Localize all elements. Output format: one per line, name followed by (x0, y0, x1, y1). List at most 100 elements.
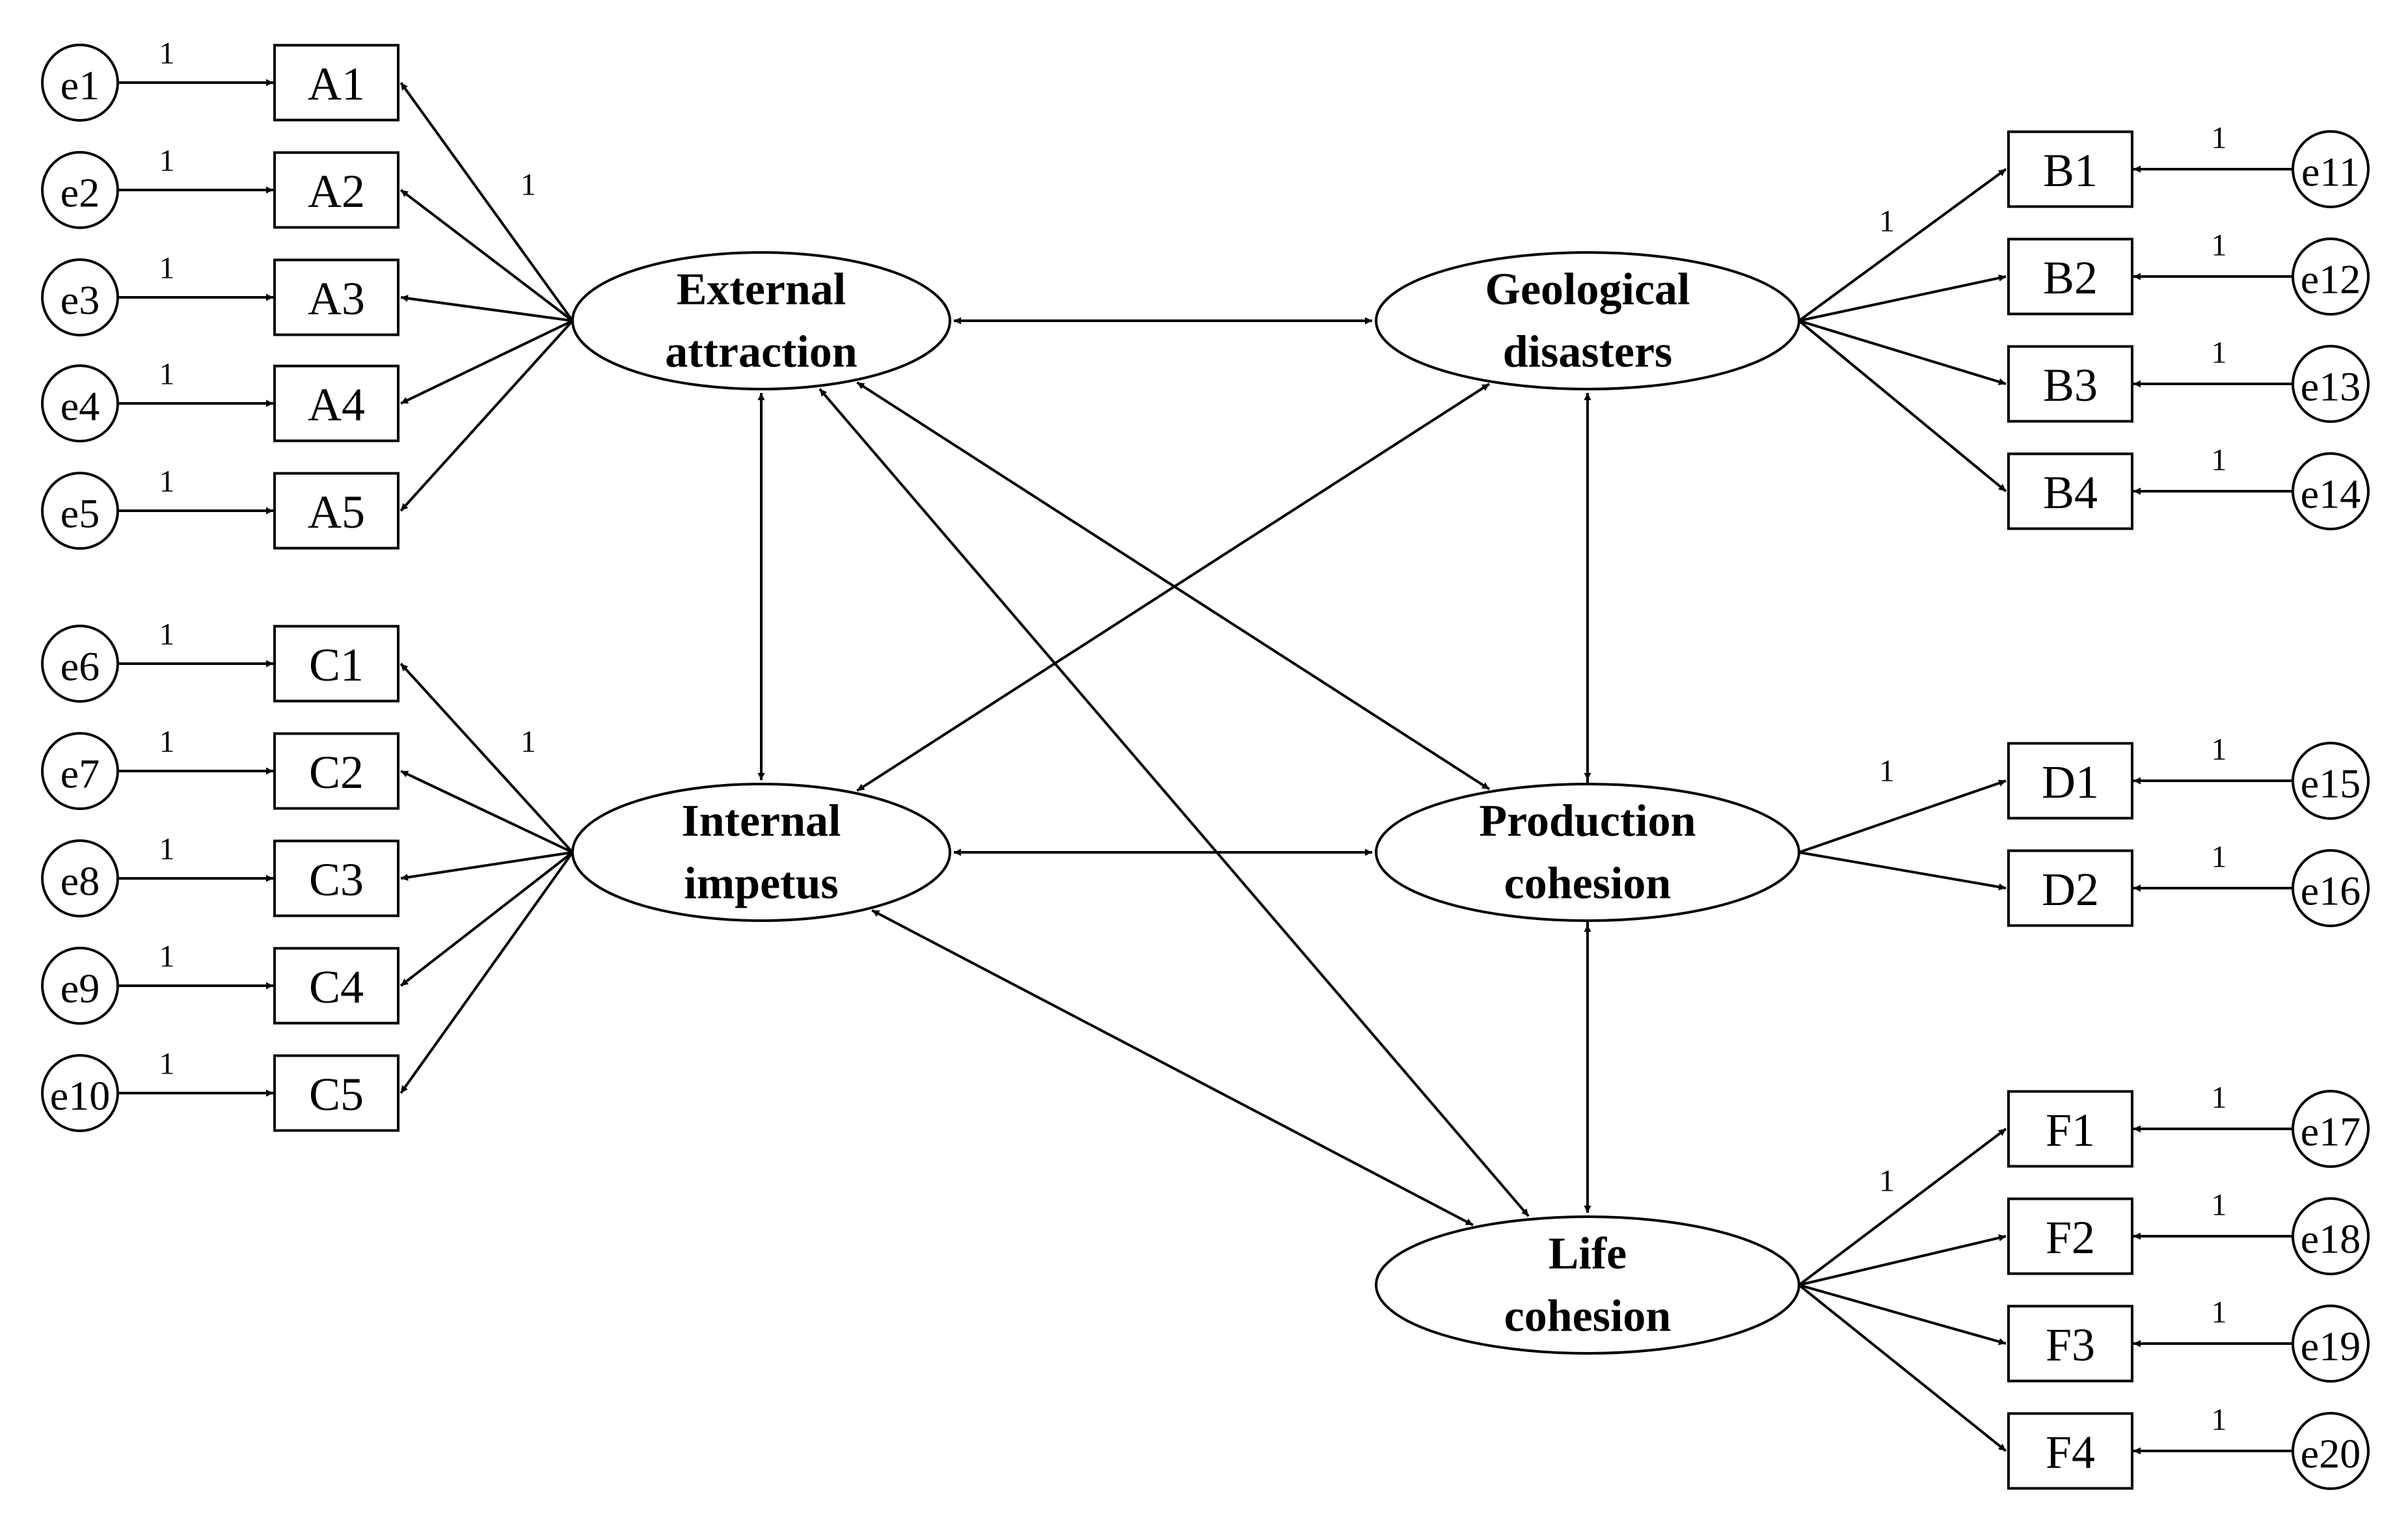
indicator-box-d1 (2007, 742, 2133, 820)
edges-layer (118, 79, 2293, 1455)
error-term-e17 (2292, 1090, 2370, 1168)
indicator-label: C2 (309, 746, 364, 798)
indicator-box-c2 (273, 732, 399, 810)
path-weight-label: 1 (2212, 228, 2227, 263)
loading-arrow-c1 (399, 662, 574, 854)
loading-arrow-b3 (1798, 319, 2007, 386)
latent-label-line1: Life (1549, 1229, 1627, 1279)
error-term-label: e17 (2301, 1109, 2361, 1155)
latent-pc (1375, 783, 1800, 922)
indicator-box-f4 (2007, 1412, 2133, 1490)
error-term-label: e18 (2301, 1216, 2361, 1262)
latent-label-line1: External (677, 265, 846, 315)
error-term-e10 (41, 1054, 119, 1132)
indicator-label: A1 (308, 58, 365, 110)
indicator-box-c4 (273, 947, 399, 1025)
loading-arrow-d2 (1798, 851, 2007, 891)
path-weight-label: 1 (2212, 1081, 2227, 1115)
path-weight-label: 1 (2212, 733, 2227, 767)
path-weight-label: 1 (159, 36, 175, 71)
path-weight-label: 1 (2212, 336, 2227, 370)
loading-arrow-f4 (1798, 1284, 2007, 1452)
path-weight-label: 1 (159, 357, 175, 392)
error-term-e14 (2292, 452, 2370, 530)
latent-label-line1: Geological (1485, 265, 1690, 315)
error-term-e12 (2292, 237, 2370, 316)
latent-lc (1375, 1215, 1800, 1355)
indicator-box-f2 (2007, 1197, 2133, 1275)
error-term-label: e1 (61, 62, 100, 109)
indicator-box-b1 (2007, 130, 2133, 208)
path-weight-label: 1 (2212, 121, 2227, 156)
indicator-label: B1 (2043, 144, 2098, 196)
indicator-box-c3 (273, 839, 399, 917)
indicator-box-f3 (2007, 1305, 2133, 1383)
loading-arrow-f3 (1798, 1284, 2007, 1346)
loading-weight-label: 1 (1879, 1164, 1895, 1198)
indicator-label: C4 (309, 961, 364, 1013)
latent-label-line1: Production (1479, 796, 1696, 846)
error-term-e13 (2292, 345, 2370, 423)
latent-label-line2: attraction (665, 327, 857, 377)
error-term-e18 (2292, 1197, 2370, 1275)
indicator-label: A3 (308, 273, 365, 325)
loading-arrow-c5 (399, 851, 574, 1094)
path-weight-label: 1 (2212, 1295, 2227, 1330)
indicator-label: B3 (2043, 359, 2098, 411)
error-term-e6 (41, 625, 119, 703)
path-weight-label: 1 (2212, 840, 2227, 874)
indicator-box-b2 (2007, 237, 2133, 316)
error-term-e19 (2292, 1305, 2370, 1383)
indicator-box-d2 (2007, 849, 2133, 927)
error-term-label: e16 (2301, 868, 2361, 914)
indicator-box-f1 (2007, 1090, 2133, 1168)
error-term-label: e12 (2301, 256, 2361, 303)
loading-weight-label: 1 (521, 168, 536, 202)
error-term-label: e15 (2301, 761, 2361, 807)
error-term-label: e5 (61, 491, 100, 537)
error-term-label: e10 (50, 1073, 110, 1119)
loading-arrow-b4 (1798, 319, 2007, 493)
latent-label-line2: impetus (684, 859, 838, 909)
path-weight-label: 1 (159, 144, 175, 178)
error-term-label: e3 (61, 277, 100, 323)
indicator-box-a2 (273, 151, 399, 229)
indicator-box-b4 (2007, 452, 2133, 530)
indicator-label: A4 (308, 379, 365, 431)
indicator-label: F4 (2046, 1426, 2095, 1478)
error-term-label: e11 (2301, 149, 2360, 195)
error-term-e2 (41, 151, 119, 229)
error-term-label: e6 (61, 643, 100, 690)
error-term-label: e2 (61, 170, 100, 216)
loading-arrow-a5 (399, 319, 574, 512)
error-term-e15 (2292, 742, 2370, 820)
loading-arrow-a4 (400, 319, 573, 405)
loading-weight-label: 1 (521, 725, 536, 759)
indicator-label: C5 (309, 1068, 364, 1120)
loading-arrow-f2 (1798, 1234, 2007, 1286)
error-term-label: e14 (2301, 471, 2361, 517)
indicator-label: F1 (2046, 1104, 2095, 1156)
error-term-e5 (41, 472, 119, 550)
error-term-e20 (2292, 1412, 2370, 1490)
loading-arrow-a3 (400, 295, 573, 322)
loading-arrow-a2 (399, 189, 574, 322)
loading-arrow-c3 (400, 851, 573, 881)
loading-arrow-b1 (1798, 168, 2007, 322)
latent-label-line1: Internal (682, 796, 841, 846)
latent-gd (1375, 251, 1800, 390)
indicator-box-a5 (273, 472, 399, 550)
indicator-label: C1 (309, 639, 364, 691)
path-weight-label: 1 (159, 251, 175, 286)
error-term-e8 (41, 839, 119, 917)
loading-arrow-c2 (400, 770, 573, 854)
indicator-box-a4 (273, 364, 399, 442)
covariance-arrow-ii-gd (856, 383, 1491, 792)
latent-ii (571, 783, 951, 922)
loading-arrow-c4 (399, 851, 574, 987)
indicator-label: F2 (2046, 1211, 2095, 1264)
loading-arrow-d1 (1798, 779, 2007, 854)
error-term-label: e19 (2301, 1323, 2361, 1370)
indicator-label: F3 (2046, 1319, 2095, 1371)
path-weight-label: 1 (159, 617, 175, 652)
